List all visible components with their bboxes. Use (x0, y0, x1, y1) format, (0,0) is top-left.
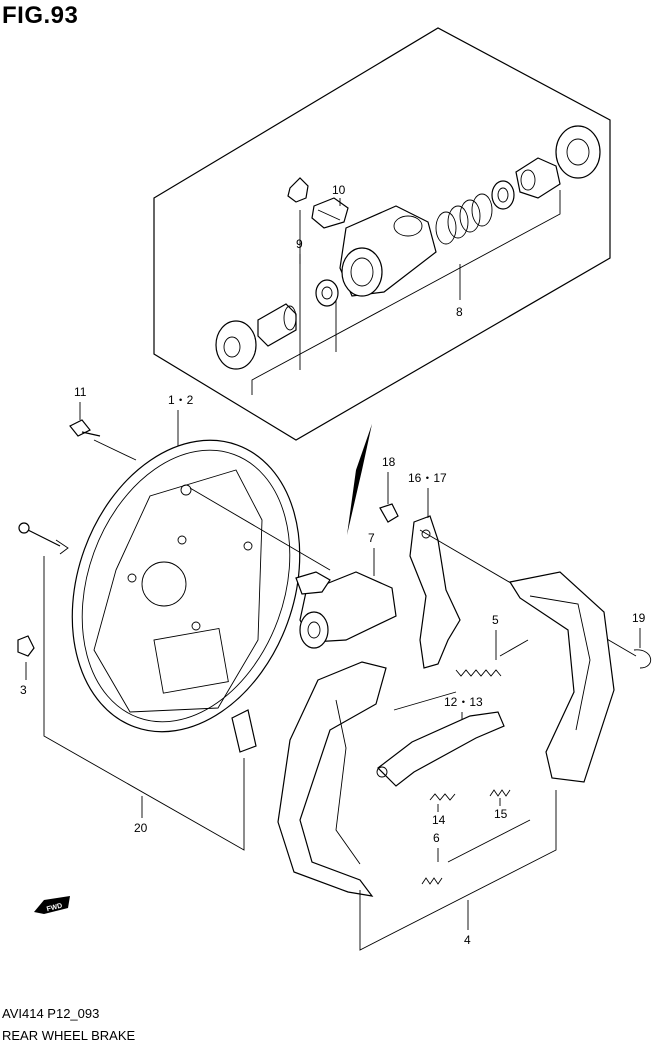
parking-cable-pin[interactable] (18, 522, 69, 555)
upper-return-spring[interactable] (393, 639, 529, 711)
fwd-badge-text: FWD (46, 902, 63, 913)
callout-4: 4 (464, 933, 471, 947)
assembly-arrow (347, 424, 372, 535)
callout-18: 18 (382, 455, 396, 469)
forward-direction-badge: FWD (34, 896, 70, 914)
cylinder-spring[interactable] (435, 193, 493, 245)
adjuster-spring[interactable] (429, 793, 456, 801)
brake-shoe-right[interactable] (509, 571, 615, 783)
cylinder-boot-right[interactable] (555, 125, 601, 179)
wheel-cylinder-assembly[interactable] (295, 571, 397, 649)
callout-16-17: 16・17 (408, 471, 447, 485)
callout-7: 7 (368, 531, 375, 545)
parking-brake-lever[interactable] (409, 515, 461, 669)
callout-15: 15 (494, 807, 508, 821)
callout-3: 3 (20, 683, 27, 697)
boot-small[interactable] (315, 279, 339, 307)
callout-12-13: 12・13 (444, 695, 483, 709)
callout-19: 19 (632, 611, 646, 625)
cylinder-piston-right[interactable] (515, 157, 561, 199)
adjuster-lever-spring[interactable] (489, 789, 511, 797)
callout-20: 20 (134, 821, 148, 835)
cylinder-cup-right[interactable] (491, 180, 515, 210)
callout-1-2: 1・2 (168, 393, 194, 407)
callout-6: 6 (433, 831, 440, 845)
shoe-hold-down-clip[interactable] (231, 709, 257, 753)
callout-14: 14 (432, 813, 446, 827)
callout-5: 5 (492, 613, 499, 627)
lower-return-spring[interactable] (421, 819, 531, 885)
cylinder-piston-left[interactable] (257, 303, 297, 347)
callout-11: 11 (74, 385, 87, 399)
callout-9: 9 (296, 237, 303, 251)
callout-8: 8 (456, 305, 463, 319)
cable-clip[interactable] (17, 635, 35, 657)
bleeder-cap[interactable] (287, 177, 309, 203)
wheel-cylinder-body-detail[interactable] (339, 205, 437, 297)
callout-10: 10 (332, 183, 346, 197)
figure-description: REAR WHEEL BRAKE (2, 1028, 136, 1043)
backing-plate-bolt[interactable] (69, 419, 101, 437)
return-spring-clip[interactable] (633, 649, 651, 669)
figure-title: FIG.93 (2, 2, 79, 29)
wheel-cylinder-detail-box (153, 27, 611, 441)
bleeder-screw[interactable] (311, 197, 349, 229)
figure-code: AVI414 P12_093 (2, 1006, 100, 1021)
backing-plate[interactable] (33, 408, 339, 764)
brake-shoe-left[interactable] (277, 661, 387, 897)
cylinder-cup-left[interactable] (215, 320, 257, 370)
adjuster-bolt[interactable] (379, 503, 399, 523)
shoe-adjuster-strut[interactable] (376, 711, 505, 787)
